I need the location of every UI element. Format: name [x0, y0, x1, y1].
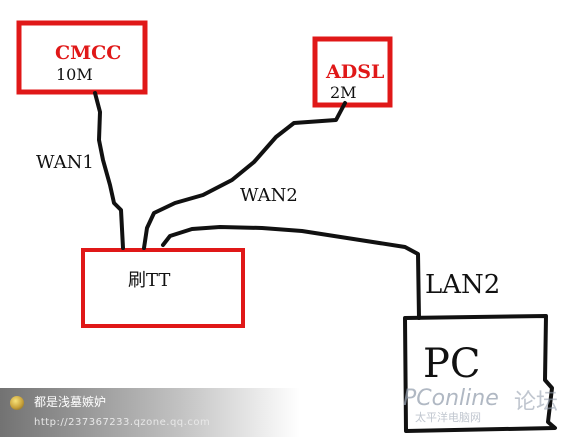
wan2-line: [142, 101, 347, 250]
router-label: 刷TT: [128, 270, 171, 291]
watermark-user-url: http://237367233.qzone.qq.com: [34, 417, 211, 428]
lan2-line: [161, 225, 421, 320]
cmcc-label: CMCC: [55, 42, 122, 64]
watermark-forum: 论坛: [514, 390, 559, 415]
wan1-label: WAN1: [36, 152, 94, 173]
user-avatar-icon: [10, 396, 24, 410]
wan1-line: [93, 91, 125, 250]
pc-label: PC: [423, 341, 481, 387]
lan2-label: LAN2: [425, 270, 501, 300]
adsl-bandwidth: 2M: [330, 83, 357, 102]
watermark-brand-sub: 太平洋电脑网: [415, 411, 481, 424]
adsl-box: [312, 36, 393, 108]
cmcc-bandwidth: 10M: [56, 65, 93, 84]
adsl-label: ADSL: [326, 61, 385, 83]
watermark-user-name: 都是浅墓嫉妒: [34, 395, 107, 409]
cmcc-box: [16, 20, 148, 95]
pc-box: [403, 314, 557, 433]
wan2-label: WAN2: [240, 185, 298, 206]
watermark-bar: [0, 388, 300, 437]
watermark-brand: PConline: [403, 386, 499, 411]
router-box: [81, 248, 245, 328]
